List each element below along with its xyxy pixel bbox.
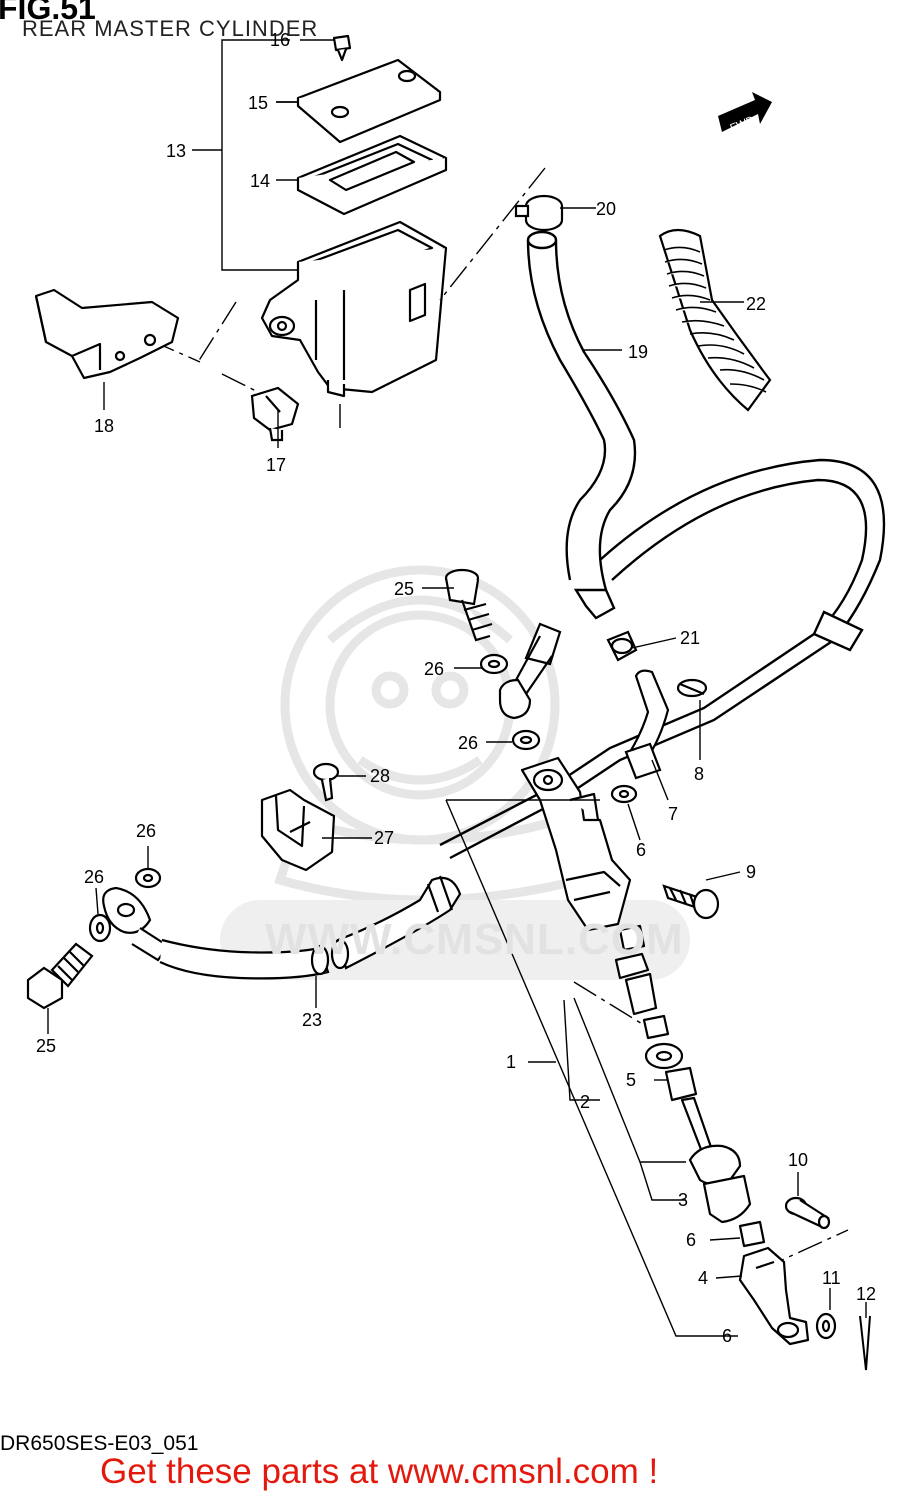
screw-28: [312, 762, 340, 802]
callout-21: 20: [596, 199, 616, 219]
callout-13: 12: [856, 1284, 876, 1304]
watermark-text: WWW.CMSNL.COM: [265, 915, 684, 964]
pin-11: [784, 1196, 831, 1230]
callout-26-left-upper: 26: [136, 821, 156, 841]
callout-5: 5: [626, 1070, 636, 1090]
callout-2: 2: [580, 1092, 590, 1112]
watermark-logo: [274, 565, 586, 905]
callout-27: 27: [374, 828, 394, 848]
banjo-bolt-25b: [26, 942, 94, 1010]
washer-26c: [134, 867, 162, 889]
washer-12: [815, 1312, 837, 1340]
bracket-19: [34, 288, 180, 380]
diagram-code: DR650SES-E03_051: [0, 1432, 199, 1455]
callout-3: 3: [678, 1190, 688, 1210]
fwd-arrow-icon: FWD: [718, 92, 772, 135]
callout-22: 21: [680, 628, 700, 648]
callout-10: 9: [746, 862, 756, 882]
callout-26-left-lower: 26: [84, 867, 104, 887]
boot-23: [658, 228, 772, 412]
callout-labels: 16 15 13 14 20 22 19 18 17 25 21 26 26 8…: [36, 30, 876, 1346]
callout-15: 14: [250, 171, 270, 191]
brake-hose: [439, 458, 886, 860]
washer-26b: [511, 729, 541, 751]
hose-24: [102, 875, 462, 980]
banjo-bolt-25a: [444, 568, 493, 642]
alignment-lines: [149, 167, 849, 1271]
washer-8: [610, 784, 638, 804]
callout-12: 11: [822, 1268, 841, 1288]
cotter-pin-13: [859, 1315, 871, 1371]
parts-link[interactable]: Get these parts at www.cmsnl.com !: [100, 1452, 659, 1491]
bolt-10: [662, 884, 720, 920]
callout-28: 28: [370, 766, 390, 786]
reservoir-assembly: [260, 34, 448, 398]
clamp-22: [606, 630, 638, 662]
hose-20: [526, 230, 637, 620]
callout-17: 16: [270, 30, 290, 50]
union-fitting: [498, 622, 562, 720]
callout-8: 6: [636, 840, 646, 860]
leader-14: [221, 39, 298, 271]
figure-number: FIG.51: [0, 0, 96, 26]
callout-14: 13: [166, 141, 186, 161]
callout-26-middle: 26: [458, 733, 478, 753]
callout-16: 15: [248, 93, 268, 113]
callout-26-upper: 26: [424, 659, 444, 679]
washer-26d: [88, 913, 112, 943]
callout-7: 7: [668, 804, 678, 824]
holder-27: [260, 788, 336, 872]
callout-1: 1: [506, 1052, 516, 1072]
elbow-pipe-7: [624, 669, 670, 780]
callout-25-lower: 25: [36, 1036, 56, 1056]
callout-6-upper: 6: [686, 1230, 696, 1250]
callout-20: 19: [628, 342, 648, 362]
callout-19: 18: [94, 416, 114, 436]
callout-9: 8: [694, 764, 704, 784]
pushrod-assembly: [614, 924, 810, 1346]
leader-lines: [47, 101, 867, 1337]
callout-6-lower: 6: [722, 1326, 732, 1346]
callout-18: 17: [266, 455, 286, 475]
clamp-21: [514, 194, 564, 232]
callout-4: 4: [698, 1268, 708, 1288]
callout-23: 22: [746, 294, 766, 314]
clip-9: [676, 678, 708, 698]
callout-25-upper: 25: [394, 579, 414, 599]
callout-24: 23: [302, 1010, 322, 1030]
figure-title: REAR MASTER CYLINDER: [22, 16, 319, 41]
callout-11: 10: [788, 1150, 808, 1170]
bolt-18: [250, 386, 300, 442]
washer-26a: [479, 653, 509, 675]
